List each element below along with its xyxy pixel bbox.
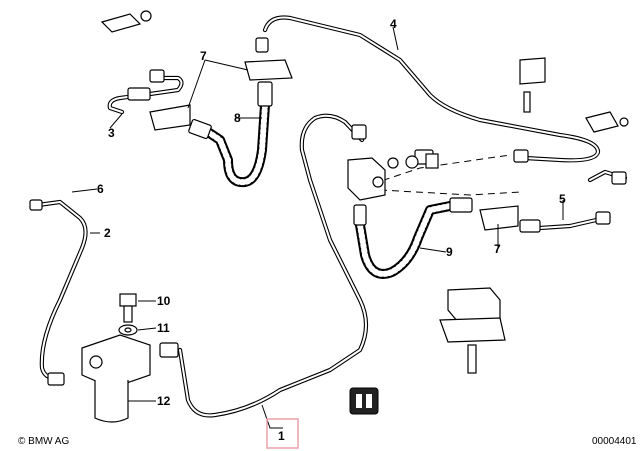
callout-1-highlight <box>266 418 299 449</box>
callout-3: 3 <box>108 126 115 140</box>
clip-clamps <box>349 57 546 415</box>
callout-8: 8 <box>234 111 241 125</box>
callout-6: 6 <box>97 182 104 196</box>
assembly-guide-lines <box>257 69 521 196</box>
callout-7-lower: 7 <box>494 242 501 256</box>
diagram-number: 00004401 <box>592 436 637 447</box>
brake-line-part-4 <box>262 15 601 163</box>
small-hardware <box>100 10 629 169</box>
brake-hose-part-9 <box>355 200 460 279</box>
callout-1: 1 <box>278 429 285 443</box>
callout-12: 12 <box>157 394 171 408</box>
callout-leaders <box>71 26 564 429</box>
bolt-part-10 <box>119 293 137 323</box>
callout-11: 11 <box>157 321 170 335</box>
bracket-part-7-lower <box>479 205 519 231</box>
callout-7-upper: 7 <box>200 49 207 63</box>
brake-line-part-1 <box>177 113 369 418</box>
copyright-label: © BMW AG <box>18 436 69 447</box>
pressure-regulator-part-12 <box>81 334 151 423</box>
brake-line-part-2 <box>35 199 88 381</box>
brake-hose-part-8 <box>200 100 270 188</box>
callout-10: 10 <box>157 294 171 308</box>
callout-4: 4 <box>390 17 397 31</box>
bracket-part-7-upper <box>149 59 293 131</box>
washer-part-11 <box>118 324 138 336</box>
callout-2: 2 <box>104 226 111 240</box>
callout-9: 9 <box>446 245 453 259</box>
fittings <box>29 37 627 386</box>
callout-5: 5 <box>559 192 566 206</box>
